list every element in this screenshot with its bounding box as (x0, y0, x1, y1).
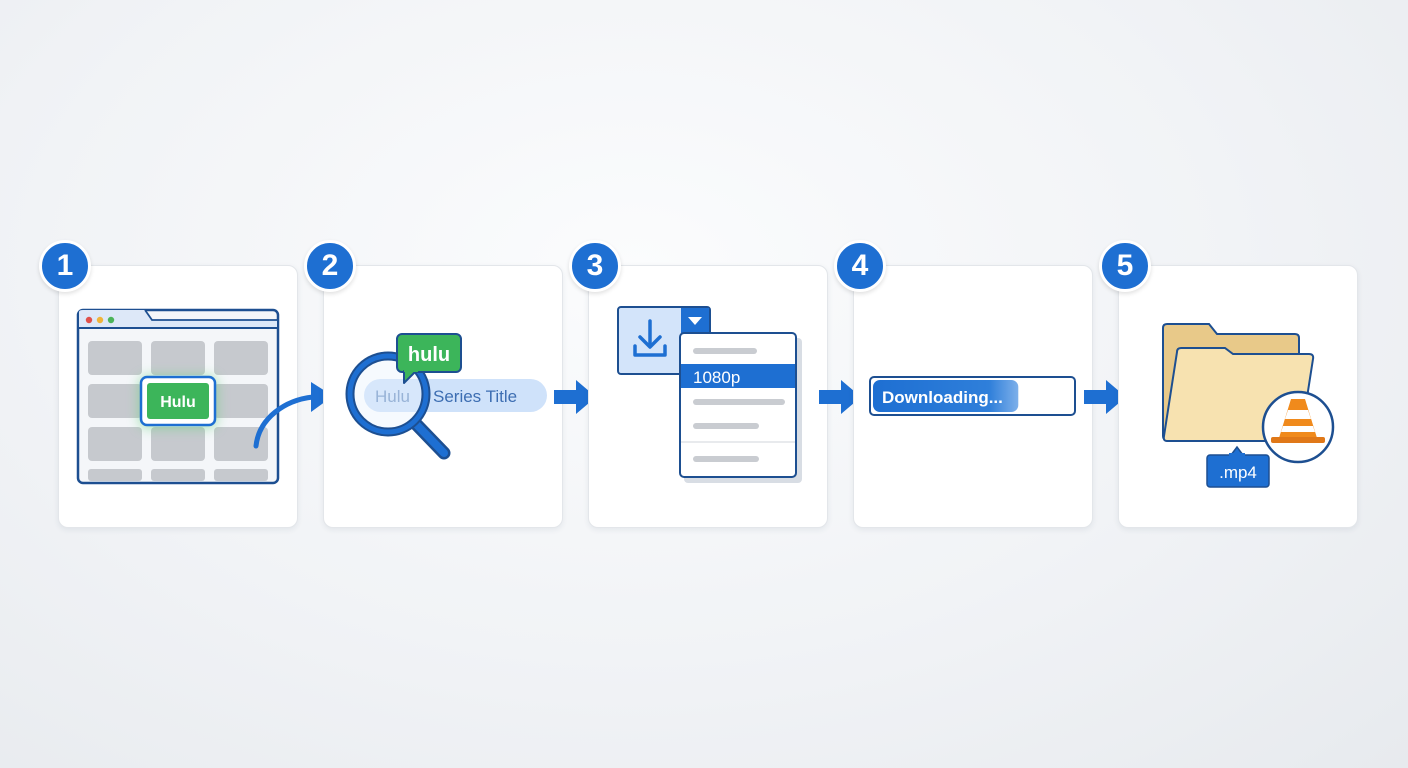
step-4-illustration: Downloading... (869, 376, 1076, 416)
menu-option-selected (681, 364, 795, 388)
step-5-illustration: .mp4 (1162, 323, 1335, 488)
progress-label: Downloading... (882, 388, 1003, 407)
file-extension-tag: .mp4 (1206, 445, 1270, 488)
menu-option-1 (693, 348, 757, 354)
right-arrow-icon (1084, 380, 1126, 414)
step-2-badge: 2 (304, 240, 356, 292)
menu-option-3 (693, 399, 785, 405)
progress-fill (873, 380, 1019, 412)
step-4-badge: 4 (834, 240, 886, 292)
menu-option-4 (693, 423, 759, 429)
hulu-button-label: Hulu (160, 394, 196, 411)
curved-arrow-icon (253, 382, 333, 449)
search-bar[interactable]: Hulu Series Title (364, 379, 547, 412)
step-3-card: 3 1080p (569, 240, 828, 528)
hulu-logo-bubble: hulu (396, 333, 462, 384)
step-3-illustration: 1080p (617, 306, 802, 483)
hulu-logo-text: hulu (408, 344, 450, 366)
step-5-badge: 5 (1099, 240, 1151, 292)
step-1-illustration: Hulu (76, 308, 280, 485)
right-arrow-icon (819, 380, 861, 414)
vlc-cone-icon (1261, 390, 1335, 464)
step-3-badge: 3 (569, 240, 621, 292)
menu-option-5 (693, 456, 759, 462)
hulu-button[interactable]: Hulu (139, 375, 217, 427)
file-extension-label: .mp4 (1219, 463, 1257, 482)
step-1-badge: 1 (39, 240, 91, 292)
quality-dropdown-menu[interactable]: 1080p (679, 332, 797, 478)
download-progress-bar: Downloading... (869, 376, 1076, 416)
browser-window-icon (76, 308, 280, 485)
step-4-card: 4 Downloading... (834, 240, 1093, 528)
search-prefix: Hulu (375, 387, 410, 406)
selected-quality-label: 1080p (693, 368, 740, 387)
right-arrow-icon (554, 380, 596, 414)
search-query-text: Series Title (433, 387, 517, 406)
step-1-card: 1 (39, 240, 298, 528)
step-2-card: 2 Hulu Series Title hulu (304, 240, 563, 528)
download-icon (633, 319, 667, 357)
step-5-card: 5 .mp4 (1099, 240, 1358, 528)
chevron-down-icon (688, 317, 702, 325)
step-2-illustration: Hulu Series Title hulu (345, 333, 547, 460)
